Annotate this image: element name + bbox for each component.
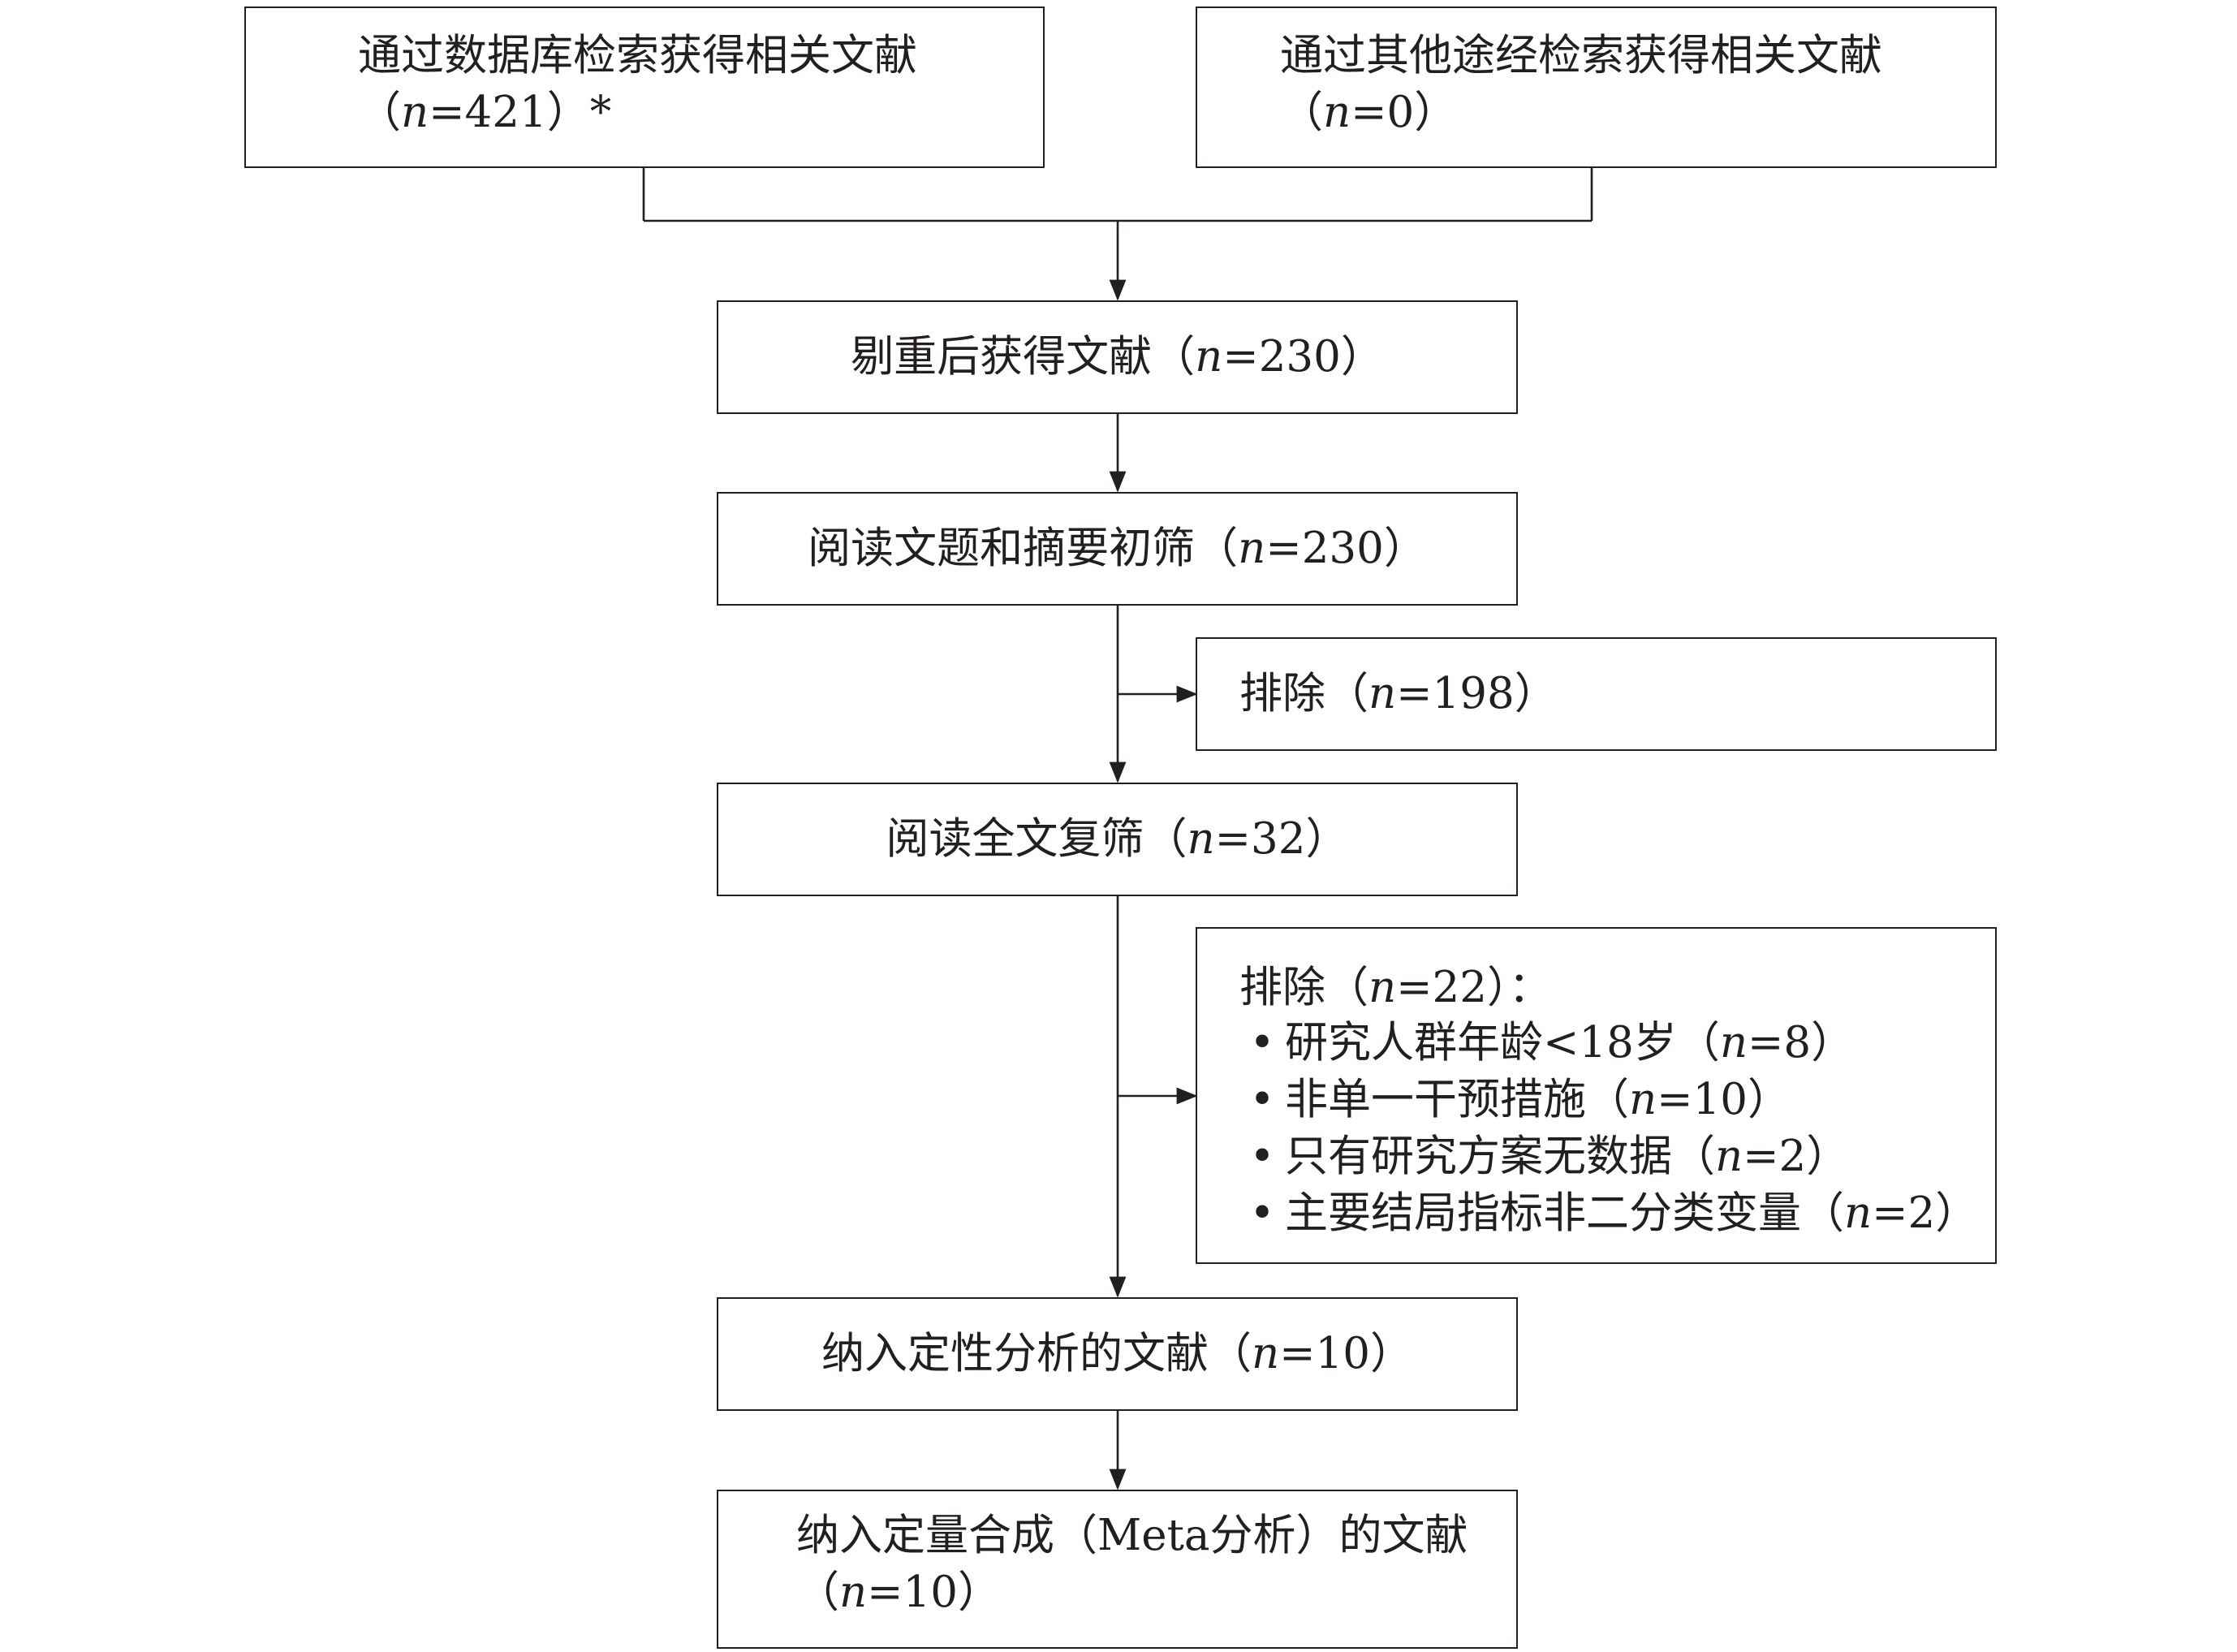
box-title-abstract-screening: 阅读文题和摘要初筛（n=230）	[717, 492, 1518, 606]
exclusion-reason-item: •研究人群年龄<18岁（n=8）	[1239, 1015, 1854, 1072]
box-fulltext-text: 阅读全文复筛（n=32）	[718, 811, 1516, 868]
exclusion-reason-item: •非单一干预措施（n=10）	[1239, 1072, 1791, 1128]
box-deduplicated: 剔重后获得文献（n=230）	[717, 300, 1518, 414]
box-quantitative-line2: （n=10）	[796, 1564, 1001, 1621]
reason-label: 研究人群年龄<18岁（	[1285, 1018, 1720, 1068]
box-quantitative-line1: 纳入定量合成（Meta分析）的文献	[796, 1511, 1468, 1560]
count-value: =0）	[1351, 88, 1458, 137]
count-value: =10）	[1279, 1329, 1413, 1378]
n-symbol: n	[1187, 814, 1215, 864]
box-excluded-second: 排除（n=22）： •研究人群年龄<18岁（n=8） •非单一干预措施（n=10…	[1196, 927, 1997, 1264]
n-symbol: n	[1719, 1018, 1748, 1068]
count-value: =2）	[1872, 1188, 1979, 1238]
count-value: =198）	[1396, 669, 1558, 718]
box-quantitative-synthesis: 纳入定量合成（Meta分析）的文献 （n=10）	[717, 1490, 1518, 1649]
box-excluded-first: 排除（n=198）	[1196, 637, 1997, 751]
box-excluded-first-text: 排除（n=198）	[1239, 666, 1558, 722]
n-symbol: n	[1368, 669, 1397, 718]
count-value: =10）	[867, 1568, 1001, 1617]
paren-open: （	[796, 1568, 839, 1617]
count-value: =230）	[1265, 524, 1427, 573]
n-symbol: n	[1629, 1075, 1657, 1124]
n-symbol: n	[1252, 1329, 1280, 1378]
n-symbol: n	[839, 1568, 868, 1617]
box-deduplicated-text: 剔重后获得文献（n=230）	[718, 329, 1516, 386]
label: 排除（	[1239, 963, 1368, 1012]
bullet-icon: •	[1249, 1132, 1275, 1181]
exclusion-reason-item: •主要结局指标非二分类变量（n=2）	[1239, 1185, 1978, 1242]
box-qualitative-synthesis: 纳入定性分析的文献（n=10）	[717, 1297, 1518, 1411]
box-fulltext-screening: 阅读全文复筛（n=32）	[717, 783, 1518, 896]
n-symbol: n	[1238, 524, 1266, 573]
reason-label: 只有研究方案无数据（	[1285, 1132, 1715, 1181]
bullet-icon: •	[1249, 1075, 1275, 1124]
count-value: =8）	[1748, 1018, 1855, 1068]
paren-open: （	[1280, 88, 1323, 137]
box-database-search-line1: 通过数据库检索获得相关文献	[358, 31, 917, 80]
count-value: =421）*	[429, 88, 612, 137]
label: 阅读文题和摘要初筛（	[808, 524, 1239, 573]
n-symbol: n	[401, 88, 429, 137]
box-database-search: 通过数据库检索获得相关文献 （n=421）*	[244, 6, 1045, 168]
count-value: =22）：	[1396, 963, 1552, 1012]
exclusion-reason-item: •只有研究方案无数据（n=2）	[1239, 1128, 1849, 1185]
count-value: =2）	[1743, 1132, 1850, 1181]
count-value: =10）	[1657, 1075, 1791, 1124]
box-other-sources-line2: （n=0）	[1280, 84, 1457, 141]
reason-label: 主要结局指标非二分类变量（	[1285, 1188, 1844, 1238]
box-excluded-second-header: 排除（n=22）：	[1239, 960, 1552, 1016]
box-other-sources: 通过其他途经检索获得相关文献 （n=0）	[1196, 6, 1997, 168]
n-symbol: n	[1368, 963, 1397, 1012]
box-qualitative-text: 纳入定性分析的文献（n=10）	[718, 1326, 1516, 1382]
label: 纳入定性分析的文献（	[821, 1329, 1252, 1378]
count-value: =32）	[1214, 814, 1349, 864]
n-symbol: n	[1323, 88, 1351, 137]
label: 阅读全文复筛（	[886, 814, 1187, 864]
box-title-abstract-text: 阅读文题和摘要初筛（n=230）	[718, 520, 1516, 577]
label: 排除（	[1239, 669, 1368, 718]
box-other-sources-line1: 通过其他途经检索获得相关文献	[1280, 31, 1882, 80]
count-value: =230）	[1222, 332, 1384, 382]
n-symbol: n	[1715, 1132, 1743, 1181]
paren-open: （	[358, 88, 401, 137]
n-symbol: n	[1844, 1188, 1873, 1238]
bullet-icon: •	[1249, 1018, 1275, 1068]
bullet-icon: •	[1249, 1188, 1275, 1238]
label: 剔重后获得文献（	[851, 332, 1196, 382]
n-symbol: n	[1195, 332, 1223, 382]
reason-label: 非单一干预措施（	[1285, 1075, 1629, 1124]
box-database-search-line2: （n=421）*	[358, 84, 611, 141]
